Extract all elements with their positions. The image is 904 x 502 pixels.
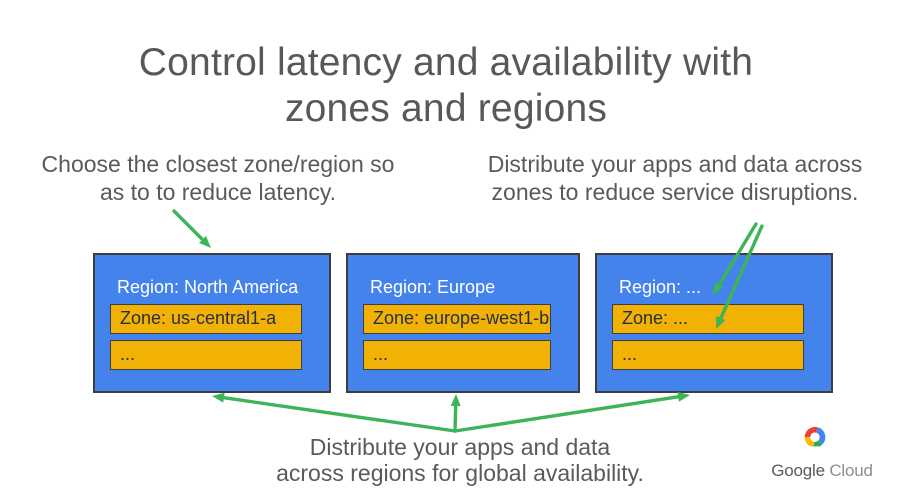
zone-box-primary: Zone: europe-west1-b xyxy=(363,304,551,334)
region-box-north-america: Region: North America Zone: us-central1-… xyxy=(93,253,331,393)
note-distribute-across-zones: Distribute your apps and data across zon… xyxy=(455,150,895,206)
slide-title: Control latency and availability with zo… xyxy=(0,40,892,132)
region-box-other: Region: ... Zone: ... ... xyxy=(595,253,833,393)
slide-title-line-2: zones and regions xyxy=(284,87,608,130)
wordmark-google: Google xyxy=(771,461,825,480)
note-line: across regions for global availability. xyxy=(276,460,644,486)
slide-title-line-1: Control latency and availability with xyxy=(138,41,754,84)
region-box-europe: Region: Europe Zone: europe-west1-b ... xyxy=(346,253,580,393)
wordmark-cloud: Cloud xyxy=(829,461,873,480)
region-label: Region: ... xyxy=(619,277,702,297)
zone-box-more: ... xyxy=(110,340,302,370)
zone-box-more: ... xyxy=(363,340,551,370)
green-arrow-to-region1-bottom-icon xyxy=(212,392,457,433)
note-line: zones to reduce service disruptions. xyxy=(491,179,859,205)
green-arrow-to-region2-bottom-icon xyxy=(450,394,461,433)
zone-box-primary: Zone: ... xyxy=(612,304,804,334)
region-label: Region: Europe xyxy=(370,277,496,297)
region-label: Region: North America xyxy=(117,277,299,297)
zone-box-more: ... xyxy=(612,340,804,370)
green-arrow-to-region3-bottom-icon xyxy=(453,391,690,433)
zone-box-primary: Zone: us-central1-a xyxy=(110,304,302,334)
note-line: as to to reduce latency. xyxy=(99,179,337,205)
note-choose-closest-zone: Choose the closest zone/region so as to … xyxy=(18,150,418,206)
note-line: Distribute your apps and data xyxy=(309,434,611,460)
google-cloud-wordmark: Google Cloud xyxy=(758,461,886,481)
google-cloud-logo-icon xyxy=(799,426,831,452)
note-line: Distribute your apps and data across xyxy=(487,151,863,177)
green-arrow-to-region1-top-icon xyxy=(172,209,211,248)
note-line: Choose the closest zone/region so xyxy=(41,151,395,177)
note-distribute-across-regions: Distribute your apps and data across reg… xyxy=(160,434,760,486)
